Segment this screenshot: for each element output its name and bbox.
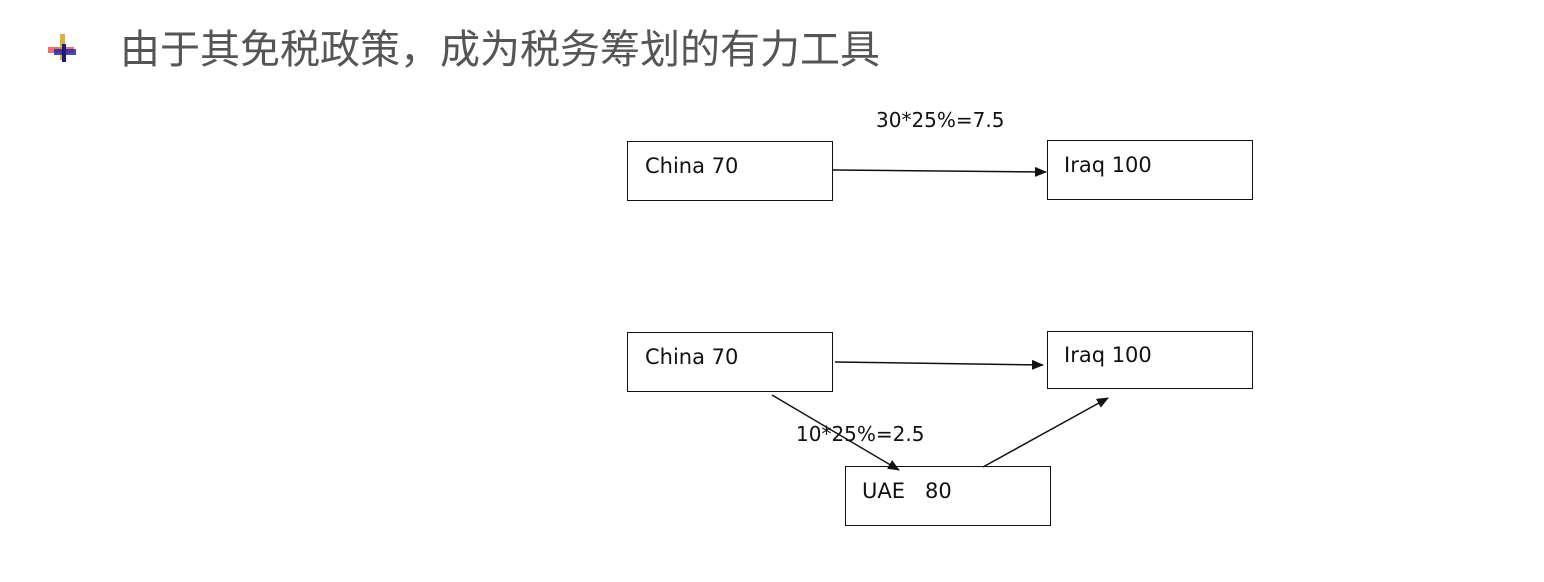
box-iraq-bottom: Iraq 100 bbox=[1047, 331, 1253, 389]
arrow-uae-to-iraq bbox=[982, 397, 1109, 468]
edge-label-top: 30*25%=7.5 bbox=[876, 108, 1005, 132]
box-uae: UAE 80 bbox=[845, 466, 1051, 526]
bullet-cross-icon bbox=[48, 34, 76, 62]
page-title: 由于其免税政策，成为税务筹划的有力工具 bbox=[120, 27, 880, 73]
box-label-iraq-bottom: Iraq 100 bbox=[1064, 343, 1152, 367]
box-label-iraq-top: Iraq 100 bbox=[1064, 153, 1152, 177]
box-china-bottom: China 70 bbox=[627, 332, 833, 392]
arrow-china-to-uae bbox=[771, 394, 900, 471]
box-china-top: China 70 bbox=[627, 141, 833, 201]
box-iraq-top: Iraq 100 bbox=[1047, 140, 1253, 200]
edge-label-bottom: 10*25%=2.5 bbox=[796, 422, 925, 446]
box-label-china-top: China 70 bbox=[645, 154, 739, 178]
box-label-uae: UAE 80 bbox=[862, 479, 952, 503]
box-label-china-bottom: China 70 bbox=[645, 345, 739, 369]
arrow-top-china-to-iraq bbox=[832, 166, 1047, 177]
arrow-bottom-china-to-iraq bbox=[834, 359, 1044, 370]
